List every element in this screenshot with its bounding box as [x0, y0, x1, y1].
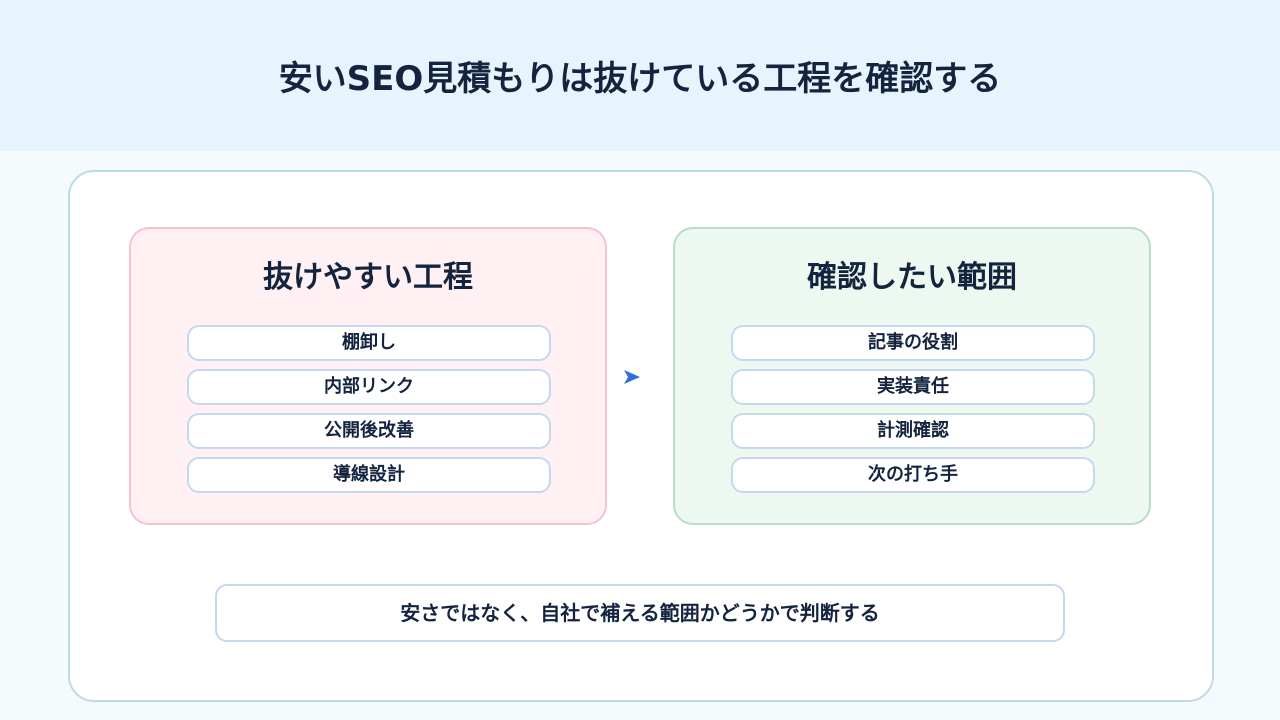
- check-scope-item: 計測確認: [731, 413, 1095, 449]
- missing-steps-panel: 抜けやすい工程 棚卸し 内部リンク 公開後改善 導線設計: [129, 227, 607, 525]
- check-scope-item: 次の打ち手: [731, 457, 1095, 493]
- conclusion-box: 安さではなく、自社で補える範囲かどうかで判断する: [215, 584, 1065, 642]
- check-scope-panel: 確認したい範囲 記事の役割 実装責任 計測確認 次の打ち手: [673, 227, 1151, 525]
- check-scope-item: 実装責任: [731, 369, 1095, 405]
- missing-step-item: 導線設計: [187, 457, 551, 493]
- missing-step-item: 内部リンク: [187, 369, 551, 405]
- check-scope-item: 記事の役割: [731, 325, 1095, 361]
- header-banner: [0, 0, 1280, 151]
- missing-steps-heading: 抜けやすい工程: [263, 260, 473, 295]
- page-title: 安いSEO見積もりは抜けている工程を確認する: [278, 59, 1002, 99]
- arrow-right-icon: [624, 370, 640, 384]
- missing-step-item: 公開後改善: [187, 413, 551, 449]
- check-scope-heading: 確認したい範囲: [807, 260, 1017, 295]
- missing-step-item: 棚卸し: [187, 325, 551, 361]
